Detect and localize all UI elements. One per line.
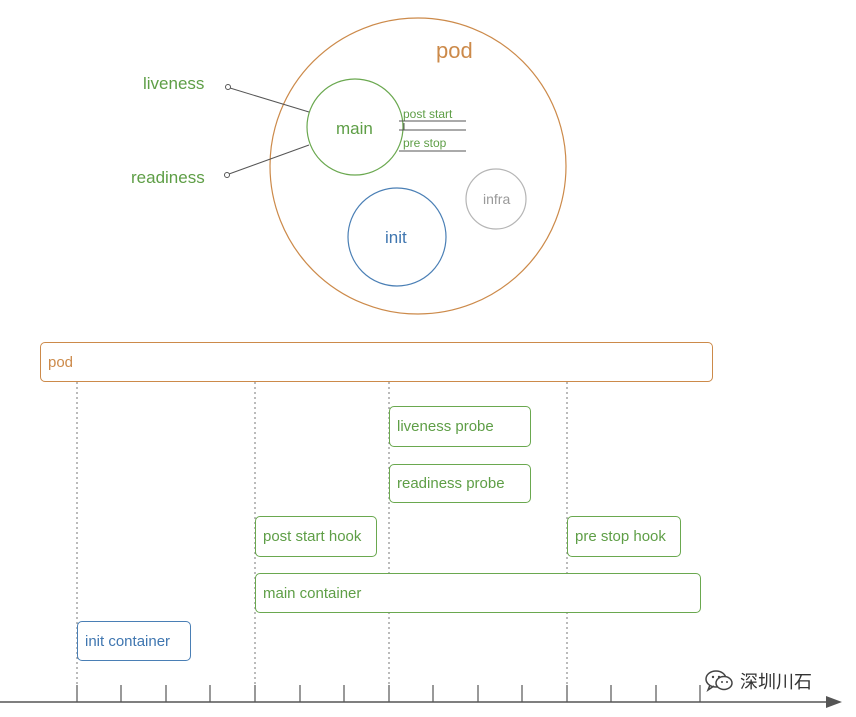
post-start-hook-label: post start hook xyxy=(263,528,362,545)
pre-stop-hook-label: pre stop hook xyxy=(575,528,666,545)
pre-stop-hook-bar: pre stop hook xyxy=(567,516,681,557)
readiness-label: readiness xyxy=(131,168,205,187)
infra-circle-label: infra xyxy=(483,191,510,207)
watermark: 深圳川石 xyxy=(704,667,812,695)
pod-bar-label: pod xyxy=(48,353,74,371)
time-axis-arrow xyxy=(826,696,842,708)
wechat-icon xyxy=(704,669,734,693)
infra-circle xyxy=(465,168,527,230)
pod-circle xyxy=(269,17,567,315)
main-circle-label: main xyxy=(336,119,373,138)
liveness-label: liveness xyxy=(143,74,204,93)
readiness-dot xyxy=(224,172,230,178)
watermark-text: 深圳川石 xyxy=(740,672,812,692)
liveness-connector xyxy=(229,87,310,113)
liveness-probe-bar: liveness probe xyxy=(389,406,531,447)
main-container-bar: main container xyxy=(255,573,701,613)
readiness-connector xyxy=(228,144,310,175)
init-container-label: init container xyxy=(85,632,171,650)
readiness-probe-label: readiness probe xyxy=(397,475,505,492)
pod-bar: pod xyxy=(40,342,713,382)
post-start-label: post start xyxy=(403,107,453,121)
readiness-probe-bar: readiness probe xyxy=(389,464,531,503)
main-container-label: main container xyxy=(263,584,362,602)
main-circle xyxy=(306,78,404,176)
liveness-dot xyxy=(225,84,231,90)
post-start-hook-bar: post start hook xyxy=(255,516,377,557)
init-circle xyxy=(347,187,447,287)
init-container-bar: init container xyxy=(77,621,191,661)
time-axis-ticks xyxy=(76,685,701,702)
liveness-probe-label: liveness probe xyxy=(397,418,494,435)
pod-circle-label: pod xyxy=(436,38,473,63)
init-circle-label: init xyxy=(385,228,407,247)
pre-stop-label: pre stop xyxy=(403,136,447,150)
